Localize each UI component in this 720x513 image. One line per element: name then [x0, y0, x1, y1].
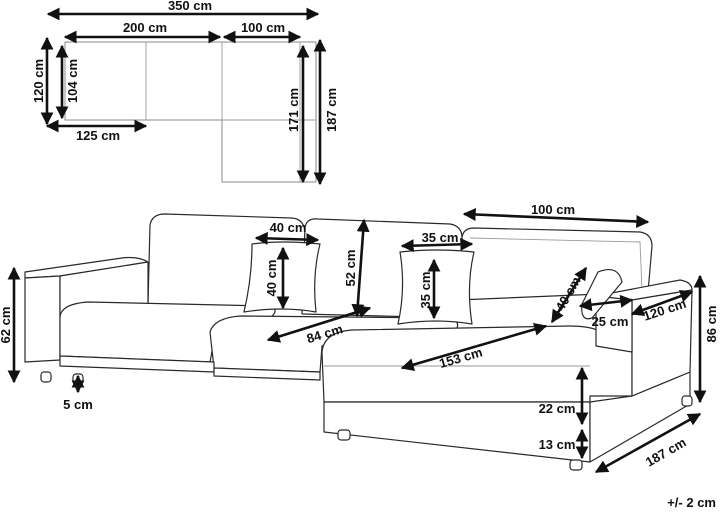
- plan-chaise-total-label: 187 cm: [324, 88, 339, 132]
- plan-right-width-label: 100 cm: [241, 20, 285, 35]
- bolster-length-dim: [550, 266, 588, 324]
- plan-seat-depth-label: 104 cm: [65, 59, 80, 103]
- tolerance-note: +/- 2 cm: [667, 495, 716, 510]
- back-height-label: 52 cm: [343, 250, 358, 287]
- pillow-large-height-label: 40 cm: [264, 260, 279, 297]
- plan-view: 350 cm 200 cm 100 cm 120 cm 104 cm 125 c…: [31, 0, 339, 186]
- cushion-thickness-label: 22 cm: [539, 401, 576, 416]
- total-height-label: 86 cm: [704, 306, 719, 343]
- plan-chaise-seat-label: 171 cm: [286, 88, 301, 132]
- plan-total-width-label: 350 cm: [168, 0, 212, 13]
- pillow-large-width-dim: [254, 231, 320, 247]
- foot-height-label: 5 cm: [63, 397, 93, 412]
- chaise-seat-length-dim: [400, 323, 548, 371]
- sofa-side-view: [24, 213, 693, 471]
- arm-inner-label: 25 cm: [592, 314, 629, 329]
- plan-armrest-label: 125 cm: [76, 128, 120, 143]
- back-height-dim: [351, 218, 370, 318]
- seat-height-label: 62 cm: [0, 307, 13, 344]
- chaise-seat-cushion: [321, 325, 633, 403]
- plan-left-width-label: 200 cm: [123, 20, 167, 35]
- base-height-label: 13 cm: [539, 437, 576, 452]
- chaise-total-length-label: 187 cm: [643, 435, 689, 470]
- chaise-back-width-label: 100 cm: [531, 202, 575, 217]
- plan-outer-depth-label: 120 cm: [31, 59, 46, 103]
- pillow-small-width-dim: [400, 237, 474, 253]
- chaise-back-width-dim: [462, 208, 650, 228]
- pillow-small-height-label: 35 cm: [418, 272, 433, 309]
- arm-inner-dim: [578, 294, 634, 312]
- arm-width-dim: [630, 289, 694, 317]
- chaise-total-length-dim: [594, 412, 702, 474]
- pillow-large-width-label: 40 cm: [270, 220, 307, 235]
- pillow-small-width-label: 35 cm: [422, 230, 459, 245]
- plan-outline: [64, 41, 317, 183]
- throw-pillow-small: [397, 249, 475, 325]
- seat-depth-dim: [266, 305, 372, 343]
